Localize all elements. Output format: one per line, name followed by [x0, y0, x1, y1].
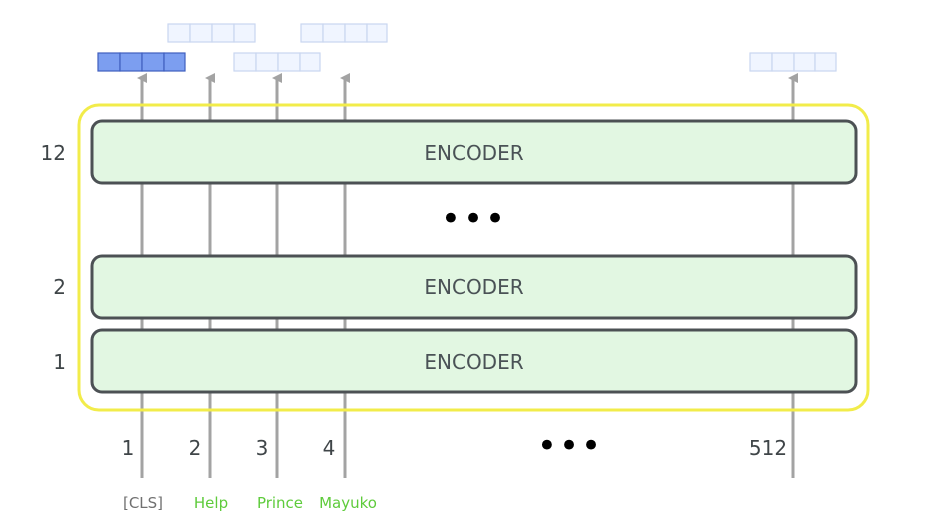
layer-number-12: 12 [41, 141, 66, 165]
layer-number-2: 2 [53, 275, 66, 299]
encoder-block-12: ENCODER [90, 119, 858, 185]
position-number-4: 4 [323, 436, 336, 460]
encoder-block-1: ENCODER [90, 328, 858, 394]
output-vector-mayuko [300, 23, 388, 43]
output-vector-prince [233, 52, 321, 72]
token-help: Help [194, 494, 228, 512]
output-vector-help [167, 23, 256, 43]
layers-ellipsis: ••• [441, 199, 507, 239]
encoder-label: ENCODER [424, 350, 523, 374]
output-vector-cls [97, 52, 186, 72]
token-prince: Prince [257, 494, 303, 512]
encoder-label: ENCODER [424, 275, 523, 299]
position-number-1: 1 [122, 436, 135, 460]
token-cls: [CLS] [123, 494, 163, 512]
token-mayuko: Mayuko [319, 494, 377, 512]
encoder-label: ENCODER [424, 141, 523, 165]
positions-ellipsis: ••• [537, 426, 603, 466]
encoder-block-2: ENCODER [90, 254, 858, 320]
encoder-stack-outline [77, 103, 870, 412]
layer-number-1: 1 [53, 350, 66, 374]
position-number-3: 3 [256, 436, 269, 460]
position-number-2: 2 [189, 436, 202, 460]
position-number-512: 512 [749, 436, 787, 460]
output-vector-512 [749, 52, 837, 72]
